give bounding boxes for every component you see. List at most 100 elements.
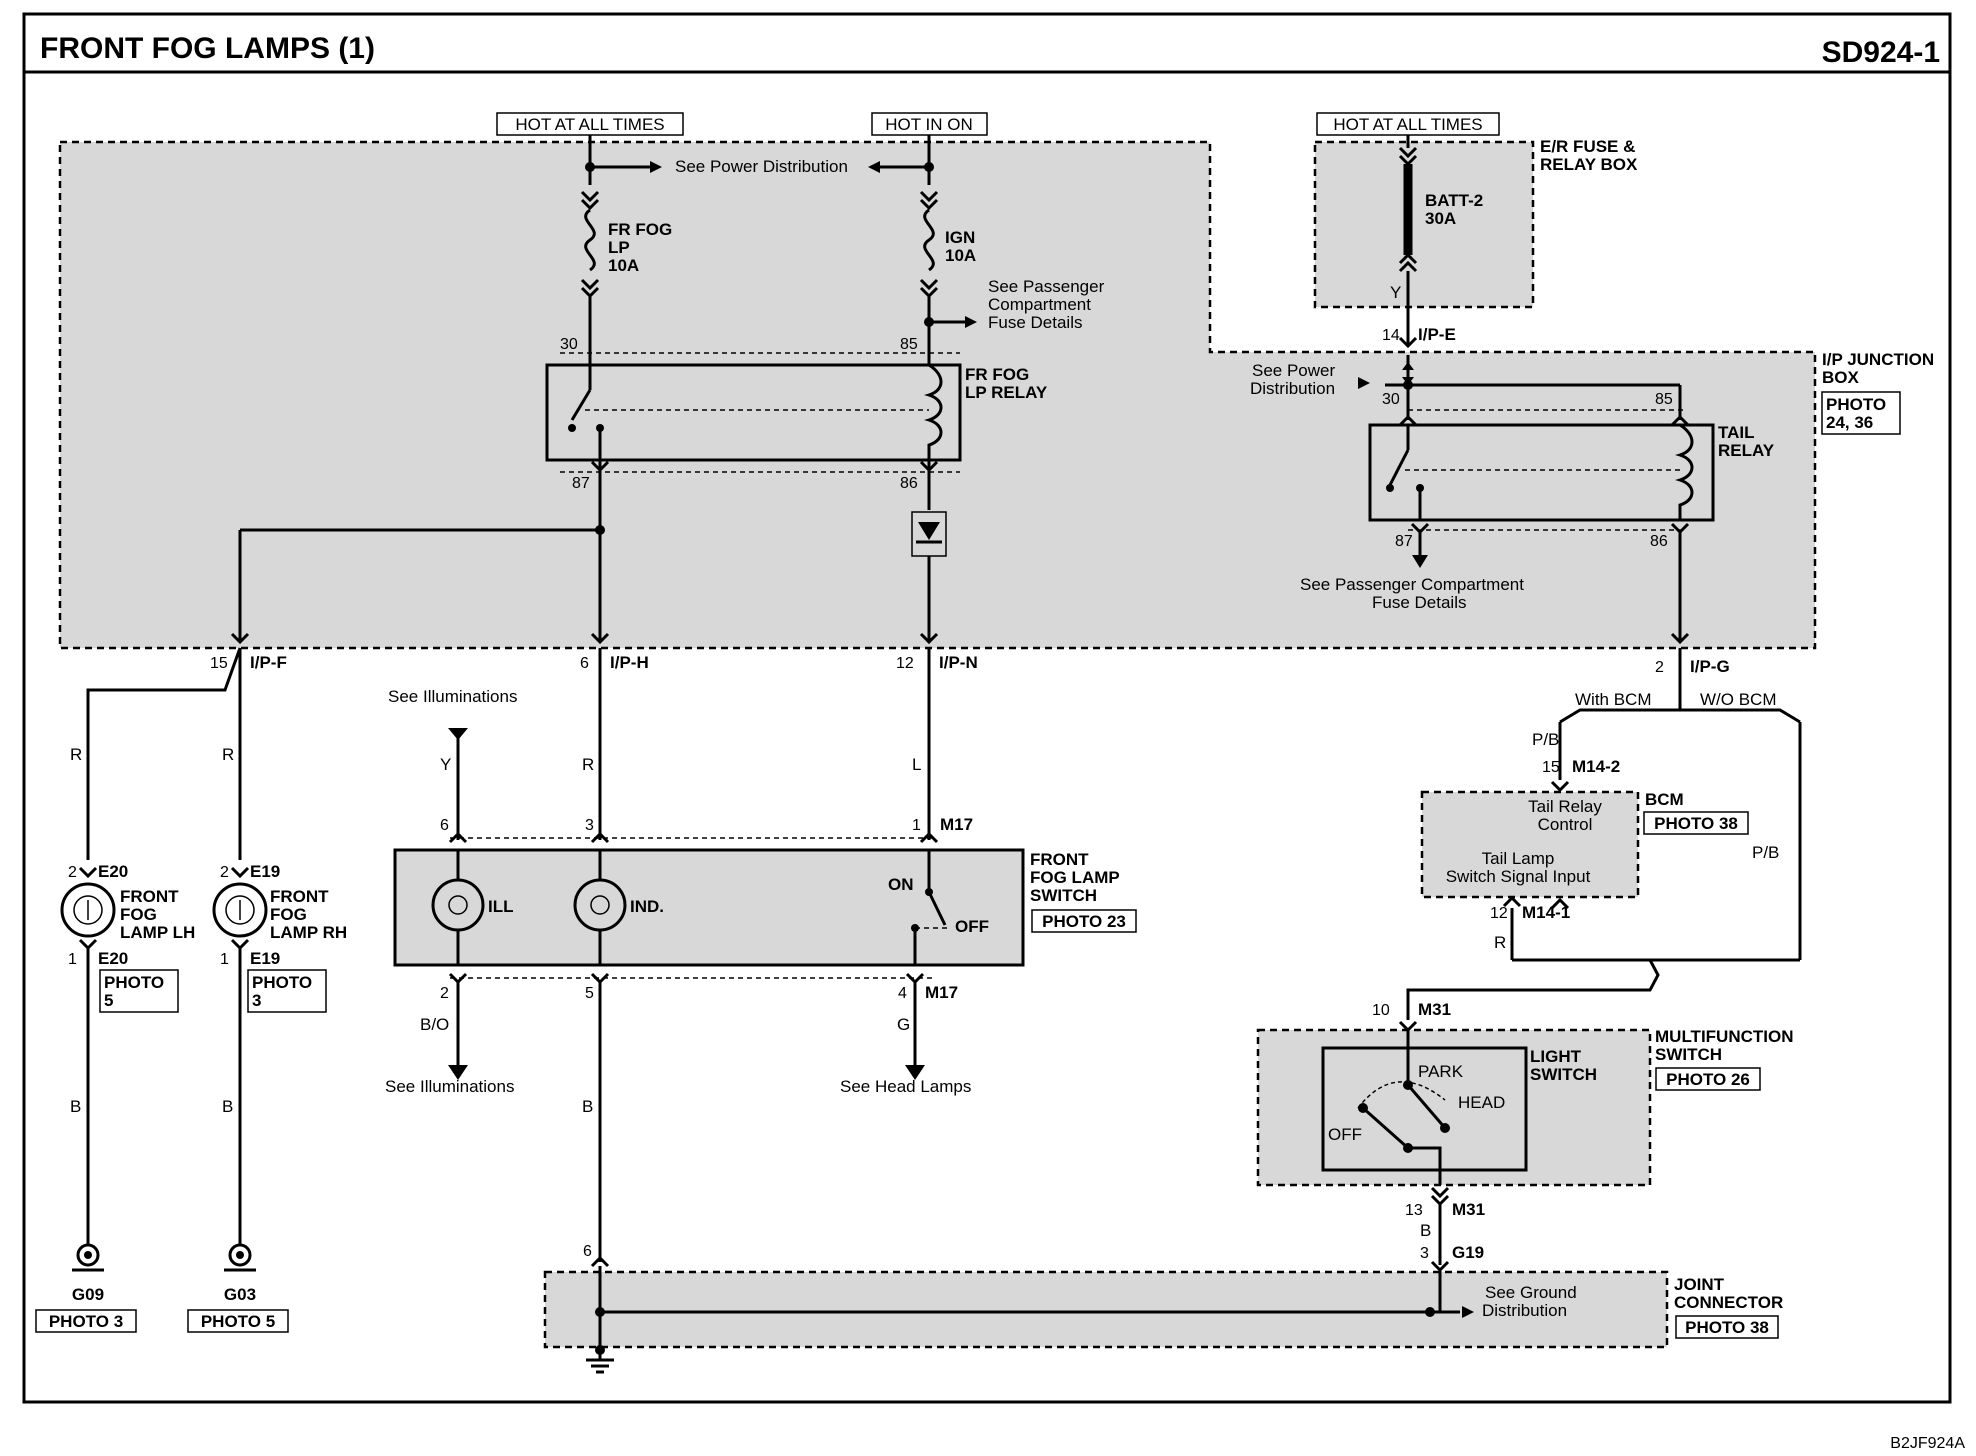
multifunction-label-1: MULTIFUNCTION	[1655, 1027, 1794, 1046]
diode-icon	[911, 511, 947, 640]
connector-m31-top: M31	[1418, 1000, 1451, 1019]
wire-color-pb-bcm: P/B	[1532, 730, 1559, 749]
switch-photo: PHOTO 23	[1042, 912, 1126, 931]
fuse-fr-fog-lp-label-2: LP	[608, 238, 630, 257]
light-switch-park: PARK	[1418, 1062, 1464, 1081]
joint-label-2: CONNECTOR	[1674, 1293, 1783, 1312]
connector-e19-bottom: E19	[250, 949, 280, 968]
hot-at-all-times-label-2: HOT AT ALL TIMES	[1333, 115, 1482, 134]
pin-12-ipn: 12	[896, 655, 914, 672]
wire-color-r-lh: R	[70, 745, 82, 764]
fog-lamp-wiring	[78, 647, 250, 1245]
pin-2-e20: 2	[68, 864, 77, 881]
batt-fuse-circuit	[1385, 135, 1682, 420]
frame	[22, 12, 1952, 1404]
ip-junction-label-2: BOX	[1822, 368, 1860, 387]
connector-g19: G19	[1452, 1243, 1484, 1262]
tail-pin-85: 85	[1655, 391, 1673, 408]
see-illuminations-bottom: See Illuminations	[385, 1077, 514, 1096]
connector-m17-bottom: M17	[925, 983, 958, 1002]
connector-ip-g: I/P-G	[1690, 657, 1730, 676]
lamp-lh-label-3: LAMP LH	[120, 923, 195, 942]
lamp-rh-label-1: FRONT	[270, 887, 329, 906]
tail-pin-30: 30	[1382, 391, 1400, 408]
pin-10-m31: 10	[1372, 1002, 1390, 1019]
relay-87-output-wiring	[230, 525, 939, 645]
fr-fog-relay-label-1: FR FOG	[965, 365, 1029, 384]
fog-lamp-switch	[393, 648, 1025, 1262]
lamp-rh-label-3: LAMP RH	[270, 923, 347, 942]
see-passenger-label-2: Compartment	[988, 295, 1091, 314]
wire-color-b-switch: B	[582, 1097, 593, 1116]
bcm-tail-lamp-1: Tail Lamp	[1482, 849, 1555, 868]
fog-lamp-rh-icon	[212, 882, 268, 938]
fuse-ign-label-2: 10A	[945, 246, 976, 265]
light-switch-head: HEAD	[1458, 1093, 1505, 1112]
lamp-rh-photo-1: PHOTO	[252, 973, 312, 992]
power-source-labels: HOT AT ALL TIMES HOT IN ON HOT AT ALL TI…	[496, 112, 1500, 136]
switch-ind-label: IND.	[630, 897, 664, 916]
wire-color-l-switch: L	[912, 755, 921, 774]
pin-15-ipf: 15	[210, 655, 228, 672]
connector-ip-e: I/P-E	[1418, 325, 1456, 344]
tail-relay-label-2: RELAY	[1718, 441, 1775, 460]
multifunction-photo: PHOTO 26	[1666, 1070, 1750, 1089]
lamp-lh-label-2: FOG	[120, 905, 157, 924]
pin-13-m31: 13	[1405, 1202, 1423, 1219]
see-passenger-full-2: Fuse Details	[1372, 593, 1466, 612]
fuse-ign-label-1: IGN	[945, 228, 975, 247]
relay-pin-86: 86	[900, 475, 918, 492]
hot-at-all-times-label-1: HOT AT ALL TIMES	[515, 115, 664, 134]
see-passenger-label-3: Fuse Details	[988, 313, 1082, 332]
tail-pin-86: 86	[1650, 533, 1668, 550]
switch-off-label: OFF	[955, 917, 989, 936]
connector-e19-top: E19	[250, 862, 280, 881]
ground-g03-photo: PHOTO 5	[201, 1312, 275, 1331]
wire-color-r-bcm: R	[1494, 933, 1506, 952]
multifunction-label-2: SWITCH	[1655, 1045, 1722, 1064]
module-outlines	[58, 140, 1817, 1349]
wire-color-b-m31: B	[1420, 1221, 1431, 1240]
lamp-rh-photo-2: 3	[252, 991, 261, 1010]
ign-fuse-circuit	[868, 135, 977, 365]
page-title: FRONT FOG LAMPS (1)	[40, 32, 375, 65]
pin-5-switch: 5	[585, 985, 594, 1002]
pin-4-m17: 4	[898, 985, 907, 1002]
ip-junction-label-1: I/P JUNCTION	[1822, 350, 1934, 369]
see-illuminations-top: See Illuminations	[388, 687, 517, 706]
wire-color-y-switch: Y	[440, 755, 451, 774]
see-power-1: See Power	[1252, 361, 1335, 380]
see-power-distribution-label: See Power Distribution	[675, 157, 848, 176]
wire-color-g: G	[897, 1015, 910, 1034]
pin-2-ipg: 2	[1655, 659, 1664, 676]
light-switch-off: OFF	[1328, 1125, 1362, 1144]
connector-m31-bottom: M31	[1452, 1200, 1485, 1219]
switch-ill-label: ILL	[488, 897, 514, 916]
ground-g09-photo: PHOTO 3	[49, 1312, 123, 1331]
fr-fog-relay-label-2: LP RELAY	[965, 383, 1048, 402]
see-head-lamps: See Head Lamps	[840, 1077, 971, 1096]
pin-1-e20: 1	[68, 951, 77, 968]
joint-photo: PHOTO 38	[1685, 1318, 1769, 1337]
ground-g03-icon	[224, 1243, 256, 1272]
wire-color-b-rh: B	[222, 1097, 233, 1116]
with-bcm-label: With BCM	[1575, 690, 1652, 709]
bcm-photo: PHOTO 38	[1654, 814, 1738, 833]
lamp-lh-photo-1: PHOTO	[104, 973, 164, 992]
light-switch-label-1: LIGHT	[1530, 1047, 1582, 1066]
pin-1-m17: 1	[912, 817, 921, 834]
wire-color-r-switch: R	[582, 755, 594, 774]
bcm-tail-relay-2: Control	[1538, 815, 1593, 834]
pin-14-ipe: 14	[1382, 327, 1400, 344]
wire-color-bo: B/O	[420, 1015, 449, 1034]
switch-name-2: FOG LAMP	[1030, 868, 1120, 887]
pin-15-m14-2: 15	[1542, 759, 1560, 776]
hot-in-on-label: HOT IN ON	[885, 115, 973, 134]
ip-photo-2: 24, 36	[1826, 413, 1873, 432]
connector-e20-bottom: E20	[98, 949, 128, 968]
joint-label-1: JOINT	[1674, 1275, 1725, 1294]
fuse-fr-fog-lp-label-3: 10A	[608, 256, 639, 275]
pin-1-e19: 1	[220, 951, 229, 968]
pin-12-m14-1: 12	[1490, 905, 1508, 922]
